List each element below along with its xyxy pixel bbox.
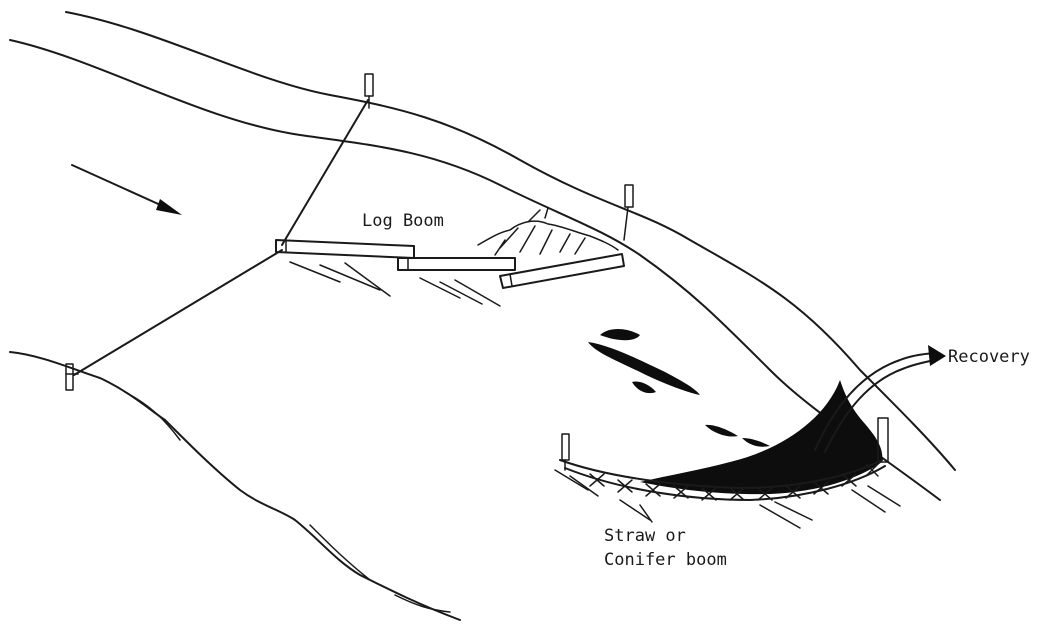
near-bank-line [10,352,460,620]
straw-boom-stake-left [562,434,569,470]
straw-boom-label-line1: Straw or [604,525,686,548]
far-bank-top-line [66,12,955,470]
straw-boom-pointer [640,505,652,522]
near-bank-detail-3 [395,595,450,612]
log-boom-ripples [290,262,500,306]
log-boom [276,240,624,288]
oil-slick-3 [632,382,656,394]
oil-slick-1 [600,329,640,340]
recovery-label: Recovery [948,346,1030,369]
recovery-arrow-head [928,345,946,366]
near-bank-detail-1 [125,392,180,440]
straw-boom-label-line2: Conifer boom [604,549,727,572]
near-bank-detail-2 [310,525,370,580]
log-boom-label: Log Boom [362,210,444,233]
anchor-line-top [282,100,368,245]
oil-slick-4 [705,425,738,437]
anchor-line-left [74,250,282,375]
log-segment-3 [500,254,624,288]
flow-arrow-head [156,199,182,215]
oil-slick-5 [742,438,770,447]
log-segment-2 [398,258,515,270]
log-segment-1 [276,240,414,258]
